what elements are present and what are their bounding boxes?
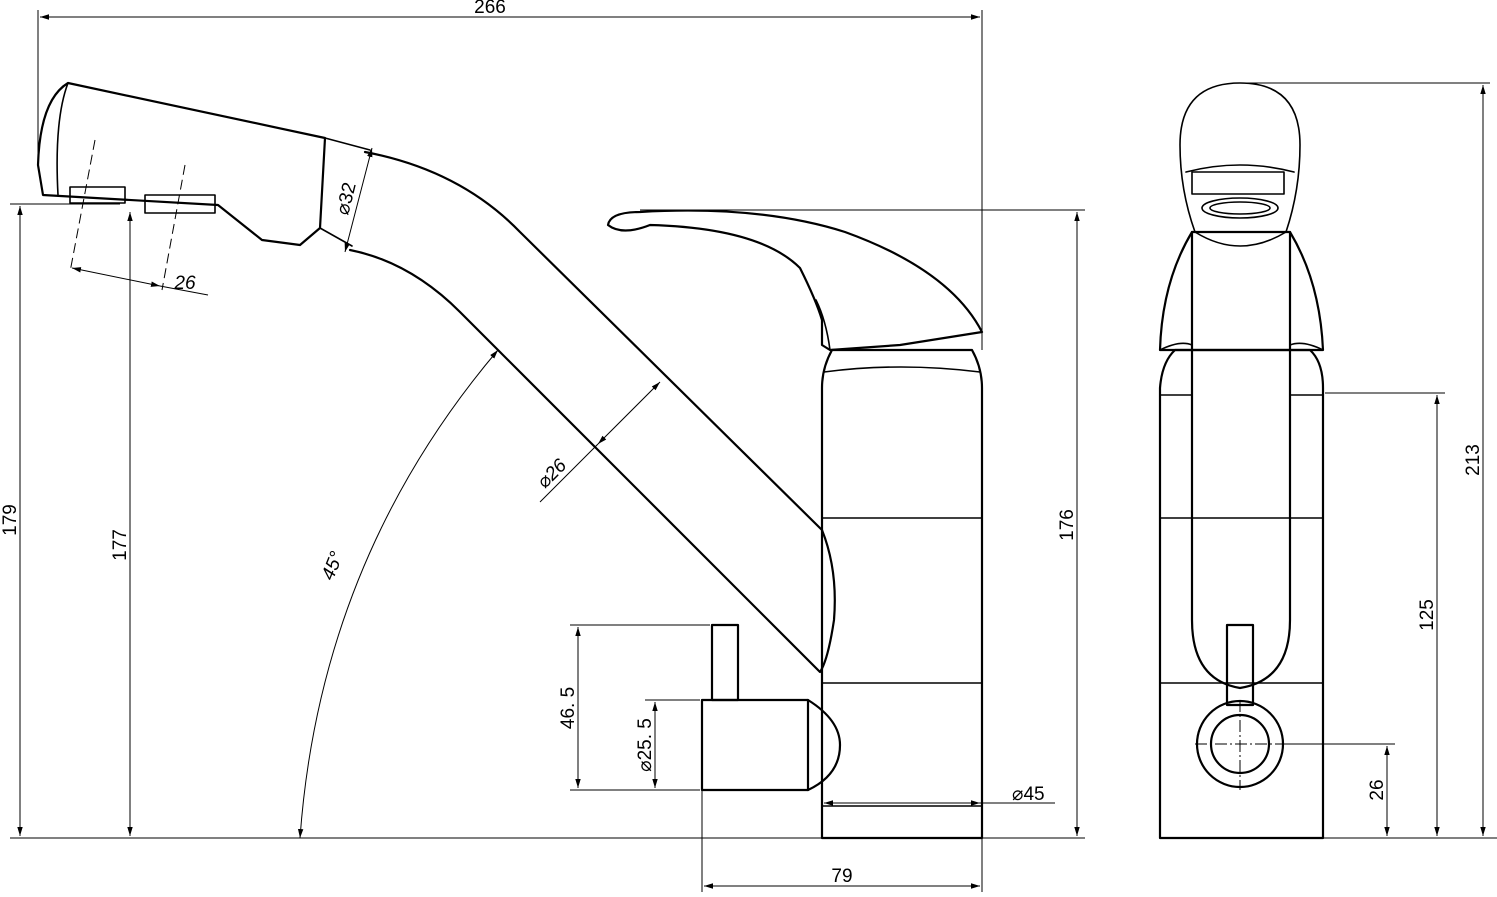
dim-text-diameter-26: ⌀26	[533, 455, 571, 493]
dim-text-266: 266	[474, 0, 506, 18]
dim-spout-tube-diameter: ⌀26	[533, 381, 661, 503]
dim-text-179: 179	[0, 504, 21, 536]
dim-text-79: 79	[831, 866, 852, 887]
dim-text-45-degrees: 45°	[318, 548, 348, 583]
side-lever	[1158, 230, 1325, 352]
dim-text-diameter-25-5: ⌀25. 5	[635, 718, 656, 772]
dim-valve-center-offset: 26	[1285, 743, 1395, 836]
dim-text-177: 177	[110, 529, 131, 561]
dim-text-176: 176	[1057, 509, 1078, 541]
dim-text-26-side: 26	[1367, 779, 1388, 800]
dim-text-46-5: 46. 5	[558, 687, 579, 729]
dim-overall-length: 266	[37, 0, 983, 350]
spout	[36, 81, 836, 674]
dim-aerator-offset: 26	[71, 267, 209, 296]
dim-text-125: 125	[1417, 599, 1438, 631]
dim-lever-height: 176	[640, 209, 1085, 839]
dim-overall-height-side: 213	[1240, 82, 1490, 836]
dim-valve-axis-height: 125	[1325, 392, 1445, 836]
side-view: 213 125 26	[1158, 82, 1497, 840]
dim-body-diameter: ⌀45	[824, 784, 1055, 806]
dim-text-213: 213	[1463, 444, 1484, 476]
front-view: 266 ⌀32 26 ⌀26 45° 179	[0, 0, 1085, 892]
dim-valve-diameter: ⌀25. 5	[635, 699, 700, 788]
dim-valve-projection: 79	[701, 790, 983, 892]
dim-text-diameter-32: ⌀32	[333, 180, 361, 217]
dim-text-26-offset: 26	[173, 273, 196, 294]
dim-text-diameter-45: ⌀45	[1012, 784, 1045, 805]
side-body	[1158, 348, 1325, 840]
dim-outlet-height: 177	[110, 212, 133, 836]
dim-outlet-height-total: 179	[0, 203, 120, 836]
dim-spout-angle: 45°	[297, 349, 499, 839]
dim-valve-handle-height: 46. 5	[558, 624, 710, 791]
lever-handle	[606, 209, 984, 352]
dim-spout-outlet-diameter: ⌀32	[333, 147, 373, 253]
body-cylinder	[820, 348, 984, 840]
side-valve	[1195, 623, 1285, 790]
side-spout	[1179, 82, 1301, 690]
side-valve	[700, 623, 842, 792]
